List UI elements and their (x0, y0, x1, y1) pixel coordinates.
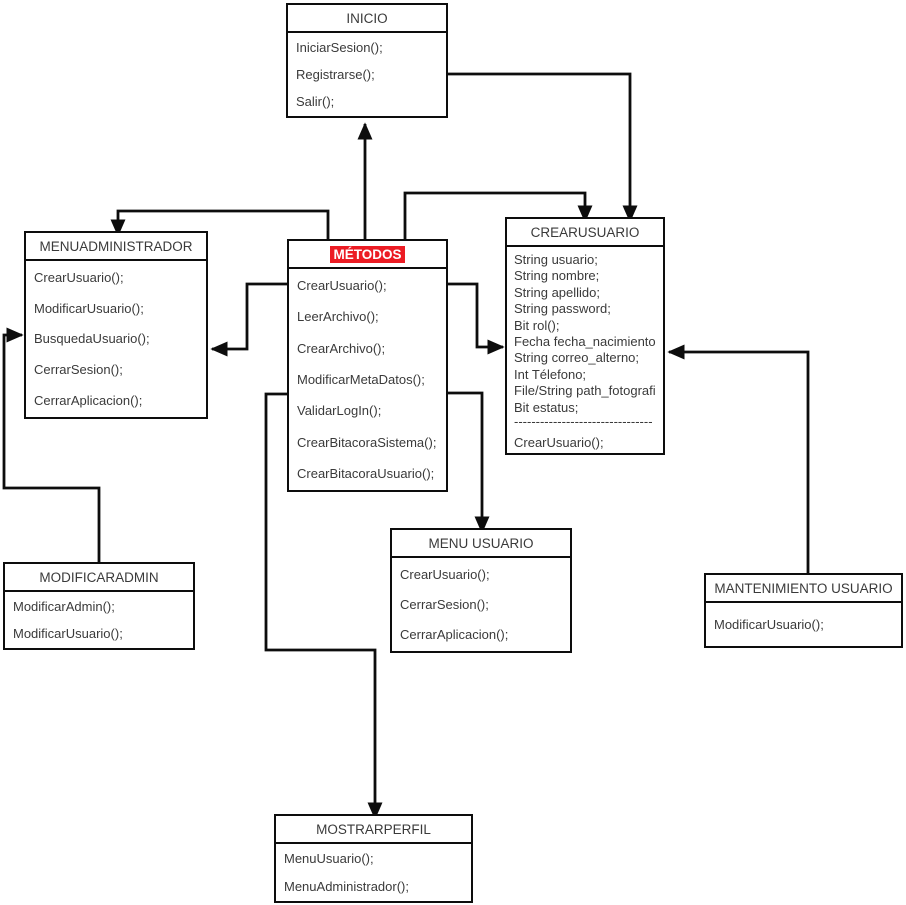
class-title-mantenimiento-usuario: MANTENIMIENTO USUARIO (714, 580, 893, 596)
method-row: Registrarse(); (296, 67, 375, 82)
attribute-row: String apellido; (514, 284, 600, 300)
method-row: ModificarUsuario(); (13, 626, 123, 641)
class-title-inicio: INICIO (346, 10, 388, 26)
method-row: CrearUsuario(); (297, 278, 387, 294)
method-row: ModificarMetaDatos(); (297, 371, 425, 387)
class-box-body-crearusuario: String usuario;String nombre;String apel… (507, 247, 663, 453)
class-box-crearusuario[interactable]: CREARUSUARIO String usuario;String nombre… (505, 217, 665, 455)
method-row: CrearBitacoraSistema(); (297, 434, 437, 450)
method-row: Salir(); (296, 94, 335, 109)
method-row: CerrarSesion(); (34, 362, 123, 378)
class-title-mostrarperfil: MOSTRARPERFIL (316, 821, 431, 837)
method-row: CrearArchivo(); (297, 340, 386, 356)
method-row: CrearUsuario(); (400, 566, 490, 582)
attribute-row: String nombre; (514, 268, 600, 284)
method-row: MenuUsuario(); (284, 851, 374, 867)
class-box-header-menuadministrador: MENUADMINISTRADOR (26, 233, 206, 261)
method-row: ModificarUsuario(); (34, 300, 144, 316)
class-title-metodos: MÉTODOS (330, 245, 405, 263)
attribute-row: Int Télefono; (514, 366, 587, 382)
connector-metodos-to-menuadministrador-side (210, 282, 287, 357)
class-box-body-metodos: CrearUsuario(); LeerArchivo(); CrearArchiv… (289, 269, 446, 490)
class-box-header-inicio: INICIO (288, 5, 446, 33)
dashed-separator: -------------------------------- (514, 416, 653, 429)
method-row: CerrarAplicacion(); (34, 393, 143, 409)
method-row: ValidarLogIn(); (297, 403, 382, 419)
connector-metodos-to-menuadministrador-top (110, 209, 330, 239)
method-row: BusquedaUsuario(); (34, 331, 150, 347)
connector-mantenimiento-usuario-to-crearusuario (667, 344, 810, 573)
class-box-mostrarperfil[interactable]: MOSTRARPERFIL MenuUsuario(); MenuAdministr… (274, 814, 473, 903)
attribute-row: String password; (514, 301, 611, 317)
class-title-crearusuario: CREARUSUARIO (530, 224, 640, 240)
method-row: IniciarSesion(); (296, 40, 383, 55)
attribute-row: Bit rol(); (514, 317, 560, 333)
class-box-menuadministrador[interactable]: MENUADMINISTRADOR CrearUsuario(); Modifica… (24, 231, 208, 419)
class-box-header-mostrarperfil: MOSTRARPERFIL (276, 816, 471, 844)
connector-modificaradmin-to-menuadministrador (2, 327, 101, 562)
class-box-body-inicio: IniciarSesion(); Registrarse(); Salir(); (288, 33, 446, 116)
class-title-menuadministrador: MENUADMINISTRADOR (39, 238, 193, 254)
connector-metodos-to-crearusuario-top (403, 191, 593, 239)
class-box-body-menuadministrador: CrearUsuario(); ModificarUsuario(); Busque… (26, 261, 206, 417)
method-row: CrearUsuario(); (514, 435, 604, 451)
connector-inicio-to-crearusuario (448, 72, 638, 223)
attribute-row: File/String path_fotografi (514, 383, 656, 399)
class-box-body-modificaradmin: ModificarAdmin(); ModificarUsuario(); (5, 592, 193, 648)
connector-metodos-to-crearusuario-side (448, 282, 505, 355)
class-box-menu-usuario[interactable]: MENU USUARIO CrearUsuario(); CerrarSesion(… (390, 528, 572, 653)
method-row: ModificarAdmin(); (13, 599, 115, 614)
method-row: MenuAdministrador(); (284, 878, 409, 894)
method-row: CrearBitacoraUsuario(); (297, 465, 435, 481)
class-box-header-crearusuario: CREARUSUARIO (507, 219, 663, 247)
method-row: CerrarSesion(); (400, 596, 489, 612)
class-box-mantenimiento-usuario[interactable]: MANTENIMIENTO USUARIO ModificarUsuario(); (704, 573, 903, 648)
class-box-header-menu-usuario: MENU USUARIO (392, 530, 570, 558)
attribute-row: String usuario; (514, 252, 598, 267)
method-row: CerrarAplicacion(); (400, 627, 509, 643)
class-title-modificaradmin: MODIFICARADMIN (39, 569, 159, 585)
attribute-row: Bit estatus; (514, 399, 579, 415)
connector-metodos-to-mostrarperfil (264, 392, 383, 820)
attribute-row: Fecha fecha_nacimiento (514, 334, 656, 350)
class-box-body-menu-usuario: CrearUsuario(); CerrarSesion(); CerrarApli… (392, 558, 570, 651)
method-row: ModificarUsuario(); (714, 617, 824, 632)
method-row: LeerArchivo(); (297, 309, 379, 325)
attribute-row: String correo_alterno; (514, 350, 640, 366)
class-box-body-mantenimiento-usuario: ModificarUsuario(); (706, 603, 901, 646)
class-title-menu-usuario: MENU USUARIO (428, 535, 534, 551)
method-row: CrearUsuario(); (34, 269, 124, 285)
connector-metodos-to-menu-usuario (448, 391, 490, 534)
class-box-header-modificaradmin: MODIFICARADMIN (5, 564, 193, 592)
class-box-body-mostrarperfil: MenuUsuario(); MenuAdministrador(); (276, 844, 471, 901)
class-box-header-mantenimiento-usuario: MANTENIMIENTO USUARIO (706, 575, 901, 603)
class-box-header-metodos: MÉTODOS (289, 241, 446, 269)
class-box-inicio[interactable]: INICIO IniciarSesion(); Registrarse(); Sali… (286, 3, 448, 118)
